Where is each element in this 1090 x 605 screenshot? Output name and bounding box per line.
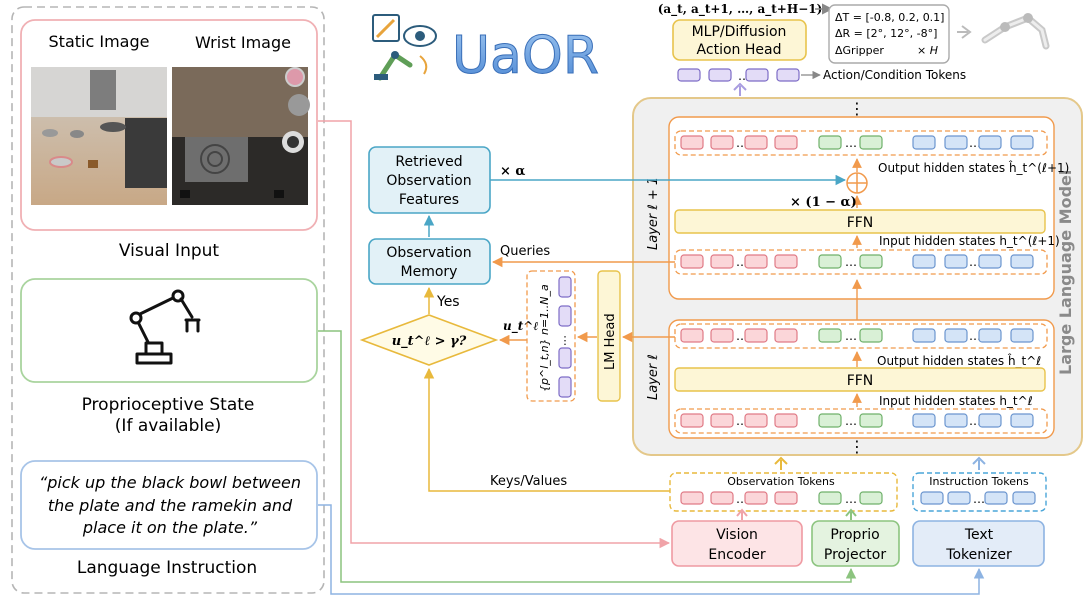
retrieved-line2: Observation	[386, 173, 471, 189]
memory-line2: Memory	[401, 264, 458, 280]
output-hidden-upper: Output hidden states ĥ_t^(ℓ+1)	[878, 160, 1069, 175]
static-image	[31, 67, 167, 205]
action-token-row: …	[677, 68, 800, 83]
language-caption: Language Instruction	[77, 558, 257, 578]
input-hidden-lower: Input hidden states h_t^ℓ	[879, 394, 1033, 408]
robot-arm-render-icon	[981, 13, 1050, 50]
vision-line2: Encoder	[708, 547, 765, 563]
layer-upper-label: Layer ℓ + 1	[646, 177, 661, 250]
svg-text:…: …	[973, 492, 985, 506]
static-image-label: Static Image	[49, 32, 150, 51]
input-token-row-upper: … … …	[674, 249, 1048, 275]
prob-token-group	[526, 270, 576, 402]
times-h: × H	[917, 44, 938, 57]
memory-line1: Observation	[386, 245, 471, 261]
prob-token-column: ⋮	[558, 276, 572, 398]
vision-line1: Vision	[716, 527, 758, 543]
vision-encoder-box	[671, 520, 803, 567]
uaor-logo-icon	[372, 14, 437, 81]
svg-text:…: …	[845, 414, 857, 428]
bottom-ellipsis: ⋮	[849, 437, 865, 456]
action-outputs-label: (a_t, a_t+1, …, a_t+H−1)	[658, 2, 823, 17]
instruction-route-line	[318, 504, 985, 595]
svg-text:…: …	[969, 414, 981, 428]
output-token-row-lower: … … …	[674, 323, 1048, 349]
ffn-lower	[674, 367, 1046, 392]
text-line2: Tokenizer	[945, 547, 1012, 563]
observation-tokens-group	[669, 472, 898, 512]
input-panel	[11, 6, 325, 594]
svg-text:…: …	[969, 136, 981, 150]
instruction-line1: “pick up the black bowl between	[39, 473, 301, 492]
queries-label: Queries	[500, 244, 550, 259]
instruction-box	[20, 460, 318, 550]
svg-text:…: …	[845, 492, 857, 506]
p-label: {p^l_t,n} n=1..N_a	[538, 284, 551, 392]
times-alpha: × α	[500, 164, 525, 179]
delta-r: ΔR = [2°, 12°, -8°]	[835, 27, 937, 40]
decision-label: u_t^ℓ > γ?	[392, 334, 467, 349]
instruction-tokens-group	[912, 472, 1047, 512]
u-label: u_t^ℓ	[503, 319, 538, 334]
observation-token-row: … …	[680, 491, 883, 506]
input-token-row-lower: … … …	[674, 408, 1048, 434]
proprio-line2: Projector	[824, 547, 886, 563]
delta-gripper: ΔGripper	[835, 44, 884, 57]
lm-head-label: LM Head	[603, 313, 618, 370]
retrieved-line3: Features	[399, 192, 459, 208]
action-head-line1: MLP/Diffusion	[692, 24, 787, 40]
retrieved-line1: Retrieved	[395, 154, 462, 170]
svg-text:⋮: ⋮	[560, 334, 571, 347]
output-token-row-upper: … … …	[674, 130, 1048, 156]
lm-head-box	[597, 270, 621, 402]
text-tokenizer-box	[912, 520, 1045, 567]
ffn-lower-label: FFN	[847, 373, 874, 389]
top-ellipsis: ⋮	[849, 99, 865, 118]
delta-t: ΔT = [-0.8, 0.2, 0.1]	[835, 11, 944, 24]
proprio-route-line	[318, 330, 857, 583]
proprio-projector-box	[811, 520, 900, 567]
instruction-line2: the plate and the ramekin and	[48, 496, 293, 515]
text-line1: Text	[964, 527, 994, 543]
proprio-state-box	[20, 278, 318, 383]
proprio-caption-line1: Proprioceptive State	[82, 395, 255, 415]
input-hidden-upper: Input hidden states h_t^(ℓ+1)	[879, 234, 1060, 248]
action-head-line2: Action Head	[697, 42, 782, 58]
instruction-token-row: …	[920, 491, 1036, 506]
delta-box	[828, 4, 950, 64]
uaor-title: UaOR	[452, 26, 599, 86]
wrist-image-label: Wrist Image	[195, 33, 291, 52]
visual-route-line	[318, 120, 671, 549]
svg-text:…: …	[969, 329, 981, 343]
wrist-image	[172, 67, 310, 205]
visual-input-caption: Visual Input	[119, 241, 220, 261]
svg-text:…: …	[845, 329, 857, 343]
action-head-box	[672, 19, 807, 61]
proprio-caption-line2: (If available)	[115, 416, 221, 436]
ffn-upper-label: FFN	[847, 215, 874, 231]
observation-tokens-label: Observation Tokens	[727, 475, 835, 488]
ffn-upper	[674, 209, 1046, 234]
llm-side-label: Large Language Model	[1056, 170, 1075, 375]
threshold-decision	[359, 314, 499, 366]
one-minus-alpha: × (1 − α)	[790, 195, 857, 210]
svg-text:…: …	[845, 136, 857, 150]
svg-text:…: …	[969, 255, 981, 269]
layer-lower-label: Layer ℓ	[646, 354, 661, 400]
proprio-line1: Proprio	[830, 527, 879, 543]
layer-upper-box	[668, 116, 1055, 300]
action-tokens-label: Action/Condition Tokens	[823, 68, 966, 82]
output-hidden-lower: Output hidden states ĥ_t^ℓ	[877, 353, 1041, 368]
robot-arm-icon	[129, 289, 201, 365]
instruction-tokens-label: Instruction Tokens	[929, 475, 1029, 488]
instruction-line3: place it on the plate.”	[82, 518, 258, 537]
keys-values-label: Keys/Values	[490, 474, 567, 489]
svg-text:…: …	[845, 255, 857, 269]
observation-memory-box	[368, 238, 491, 285]
yes-label: Yes	[436, 294, 460, 310]
